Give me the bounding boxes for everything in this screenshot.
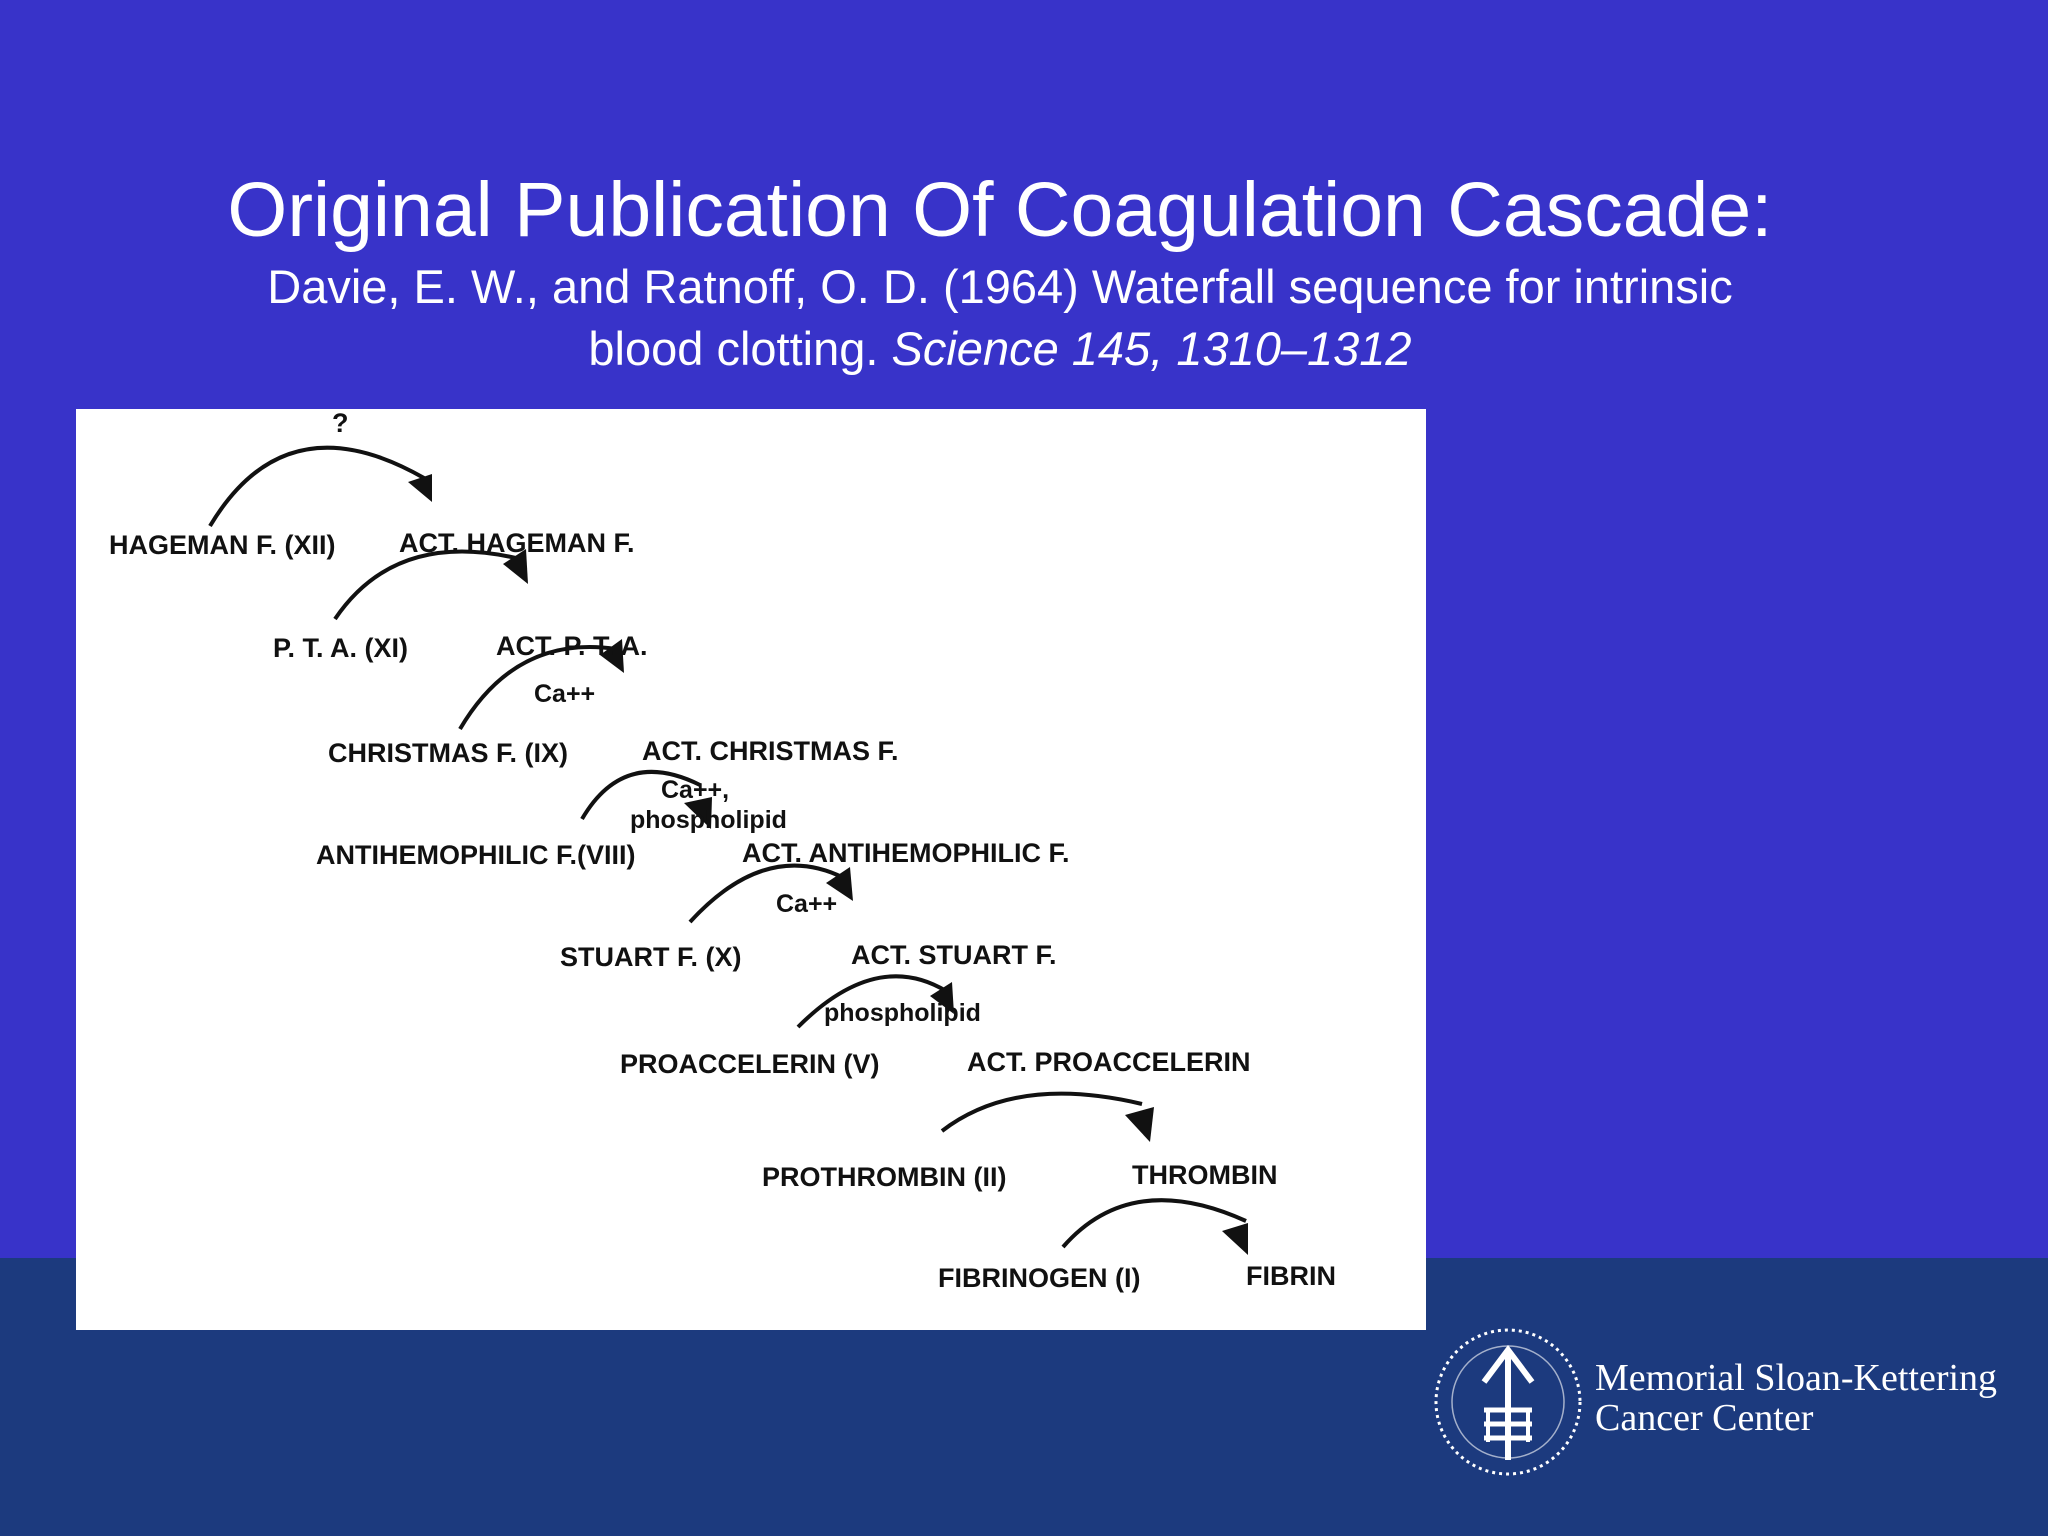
factor-inactive-1: HAGEMAN F. (XII)	[109, 530, 336, 560]
arrow-step-5	[688, 863, 845, 924]
arrow-step-6	[796, 974, 948, 1029]
factor-inactive-4: ANTIHEMOPHILIC F.(VIII)	[316, 840, 636, 870]
cascade-arrows	[208, 445, 1248, 1255]
arrow-step-3	[458, 644, 617, 731]
factor-inactive-7: PROTHROMBIN (II)	[762, 1162, 1006, 1192]
factor-active-8: FIBRIN	[1246, 1261, 1336, 1291]
factor-inactive-8: FIBRINOGEN (I)	[938, 1263, 1141, 1293]
cofactor-phospholipid-step-4: phospholipid	[630, 806, 787, 834]
arrow-head-6	[930, 982, 954, 1014]
arrow-head-2	[503, 549, 528, 584]
logo-name-line-1: Memorial Sloan-Kettering	[1595, 1357, 1998, 1399]
arrow-step-7	[940, 1091, 1143, 1133]
arrow-step-2	[333, 549, 521, 621]
arrow-head-5	[826, 867, 853, 901]
factor-active-7: THROMBIN	[1132, 1160, 1277, 1190]
cofactor-ca-step-5: Ca++	[776, 890, 837, 918]
mskcc-logo: Memorial Sloan-Kettering Cancer Center	[1428, 1310, 2028, 1492]
arrow-head-1	[408, 474, 432, 502]
arrow-trident-icon	[1434, 1328, 1582, 1476]
factor-active-2: ACT. P. T. A.	[496, 631, 648, 661]
arrow-head-7	[1125, 1107, 1154, 1142]
factor-inactive-5: STUART F. (X)	[560, 942, 742, 972]
arrow-head-3	[600, 639, 624, 673]
arrow-step-8	[1061, 1198, 1247, 1249]
arrow-head-8	[1222, 1223, 1248, 1255]
logo-wordmark: Memorial Sloan-Kettering Cancer Center	[1595, 1358, 1997, 1438]
arrow-head-4	[684, 797, 712, 829]
arrow-step-1	[208, 445, 425, 528]
citation-plain: blood clotting.	[588, 322, 892, 375]
cascade-labels: HAGEMAN F. (XII) ACT. HAGEMAN F. P. T. A…	[109, 528, 1336, 1293]
citation-line-2: blood clotting. Science 145, 1310–1312	[0, 318, 2000, 380]
arrow-step-4	[580, 770, 701, 821]
citation-journal: Science 145, 1310–1312	[891, 322, 1412, 375]
question-mark: ?	[332, 409, 349, 438]
cofactor-ca-step-3: Ca++	[534, 680, 595, 708]
factor-inactive-3: CHRISTMAS F. (IX)	[328, 738, 568, 768]
cofactor-phospholipid-step-6: phospholipid	[824, 999, 981, 1027]
factor-active-1: ACT. HAGEMAN F.	[399, 528, 635, 558]
factor-active-5: ACT. STUART F.	[851, 940, 1057, 970]
factor-active-4: ACT. ANTIHEMOPHILIC F.	[742, 838, 1070, 868]
slide-citation: Davie, E. W., and Ratnoff, O. D. (1964) …	[0, 256, 2000, 380]
factor-inactive-6: PROACCELERIN (V)	[620, 1049, 880, 1079]
cascade-figure: ? HAGEMAN F. (XII) ACT. HAGEMAN F.	[76, 409, 1426, 1330]
factor-inactive-2: P. T. A. (XI)	[273, 633, 408, 663]
logo-name-line-2: Cancer Center	[1595, 1397, 1814, 1439]
factor-active-6: ACT. PROACCELERIN	[967, 1047, 1251, 1077]
cascade-diagram: ? HAGEMAN F. (XII) ACT. HAGEMAN F.	[109, 409, 1336, 1293]
citation-line-1: Davie, E. W., and Ratnoff, O. D. (1964) …	[267, 260, 1733, 313]
slide-title: Original Publication Of Coagulation Casc…	[227, 167, 1773, 253]
cascade-cofactors: Ca++ Ca++, phospholipid Ca++ phospholipi…	[534, 680, 981, 1027]
factor-active-3: ACT. CHRISTMAS F.	[642, 736, 899, 766]
cofactor-ca-step-4: Ca++,	[661, 776, 729, 804]
